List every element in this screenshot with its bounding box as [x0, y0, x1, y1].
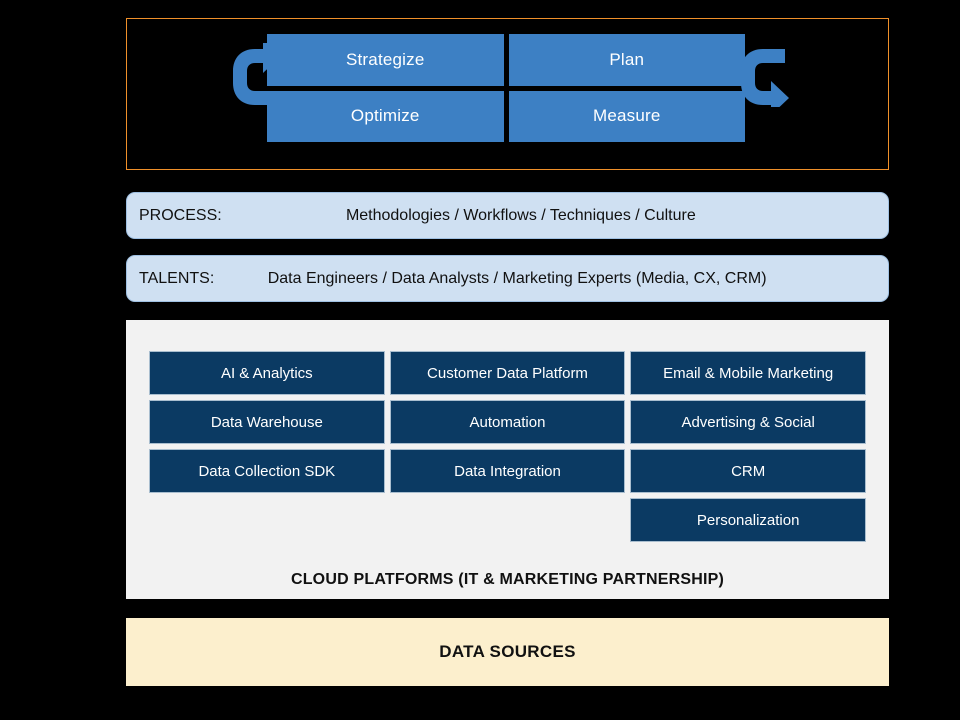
cloud-cell-data-collection-sdk[interactable]: Data Collection SDK — [149, 449, 385, 493]
cloud-cell-data-warehouse[interactable]: Data Warehouse — [149, 400, 385, 444]
cloud-cell-ai-analytics[interactable]: AI & Analytics — [149, 351, 385, 395]
cycle-arrow-right-icon — [733, 43, 793, 115]
cycle-cell-strategize[interactable]: Strategize — [267, 34, 504, 86]
cloud-platform-panel: AI & Analytics Customer Data Platform Em… — [126, 320, 889, 599]
cycle-panel: Strategize Plan Optimize Measure — [126, 18, 889, 170]
cloud-cell-label: Automation — [469, 413, 546, 431]
cycle-cell-optimize[interactable]: Optimize — [267, 90, 504, 142]
cloud-platform-grid: AI & Analytics Customer Data Platform Em… — [149, 351, 866, 542]
cycle-cell-plan[interactable]: Plan — [508, 34, 745, 86]
layer-label-talents: TALENTS: — [139, 269, 215, 287]
cloud-platform-caption: CLOUD PLATFORMS (IT & MARKETING PARTNERS… — [290, 571, 725, 588]
cycle-cell-label: Strategize — [345, 49, 425, 69]
cloud-cell-label: Data Integration — [454, 462, 561, 480]
cloud-cell-label: Advertising & Social — [681, 413, 815, 431]
cloud-cell-data-integration[interactable]: Data Integration — [389, 449, 626, 493]
data-sources-bar[interactable]: DATA SOURCES — [126, 618, 889, 686]
cloud-cell-advertising-social[interactable]: Advertising & Social — [630, 400, 866, 444]
layer-row-process[interactable]: PROCESS: Methodologies / Workflows / Tec… — [126, 192, 889, 239]
layer-label-process: PROCESS: — [139, 206, 222, 224]
layer-value-process: Methodologies / Workflows / Techniques /… — [345, 206, 696, 224]
cloud-cell-label: AI & Analytics — [220, 364, 313, 382]
cloud-cell-label: Data Warehouse — [210, 413, 323, 431]
cloud-cell-crm[interactable]: CRM — [630, 449, 866, 493]
cycle-cell-label: Measure — [592, 106, 661, 126]
cloud-cell-label: Data Collection SDK — [198, 462, 336, 480]
cloud-cell-email-mobile-marketing[interactable]: Email & Mobile Marketing — [630, 351, 866, 395]
layer-row-talents[interactable]: TALENTS: Data Engineers / Data Analysts … — [126, 255, 889, 302]
layer-value-talents: Data Engineers / Data Analysts / Marketi… — [267, 269, 767, 287]
data-sources-label: DATA SOURCES — [439, 642, 576, 661]
cloud-cell-automation[interactable]: Automation — [389, 400, 626, 444]
cycle-cell-label: Optimize — [350, 106, 420, 126]
cloud-cell-spacer — [390, 498, 626, 542]
cloud-cell-label: Customer Data Platform — [427, 364, 588, 382]
cloud-cell-spacer — [149, 498, 385, 542]
cycle-cell-label: Plan — [609, 49, 645, 69]
cloud-cell-label: CRM — [731, 462, 766, 480]
cloud-cell-personalization[interactable]: Personalization — [630, 498, 866, 542]
cloud-cell-label: Personalization — [696, 511, 800, 529]
cloud-cell-customer-data-platform[interactable]: Customer Data Platform — [389, 351, 626, 395]
cloud-cell-label: Email & Mobile Marketing — [663, 364, 834, 382]
cycle-quadrant-grid: Strategize Plan Optimize Measure — [267, 34, 745, 142]
cycle-cell-measure[interactable]: Measure — [508, 90, 745, 142]
